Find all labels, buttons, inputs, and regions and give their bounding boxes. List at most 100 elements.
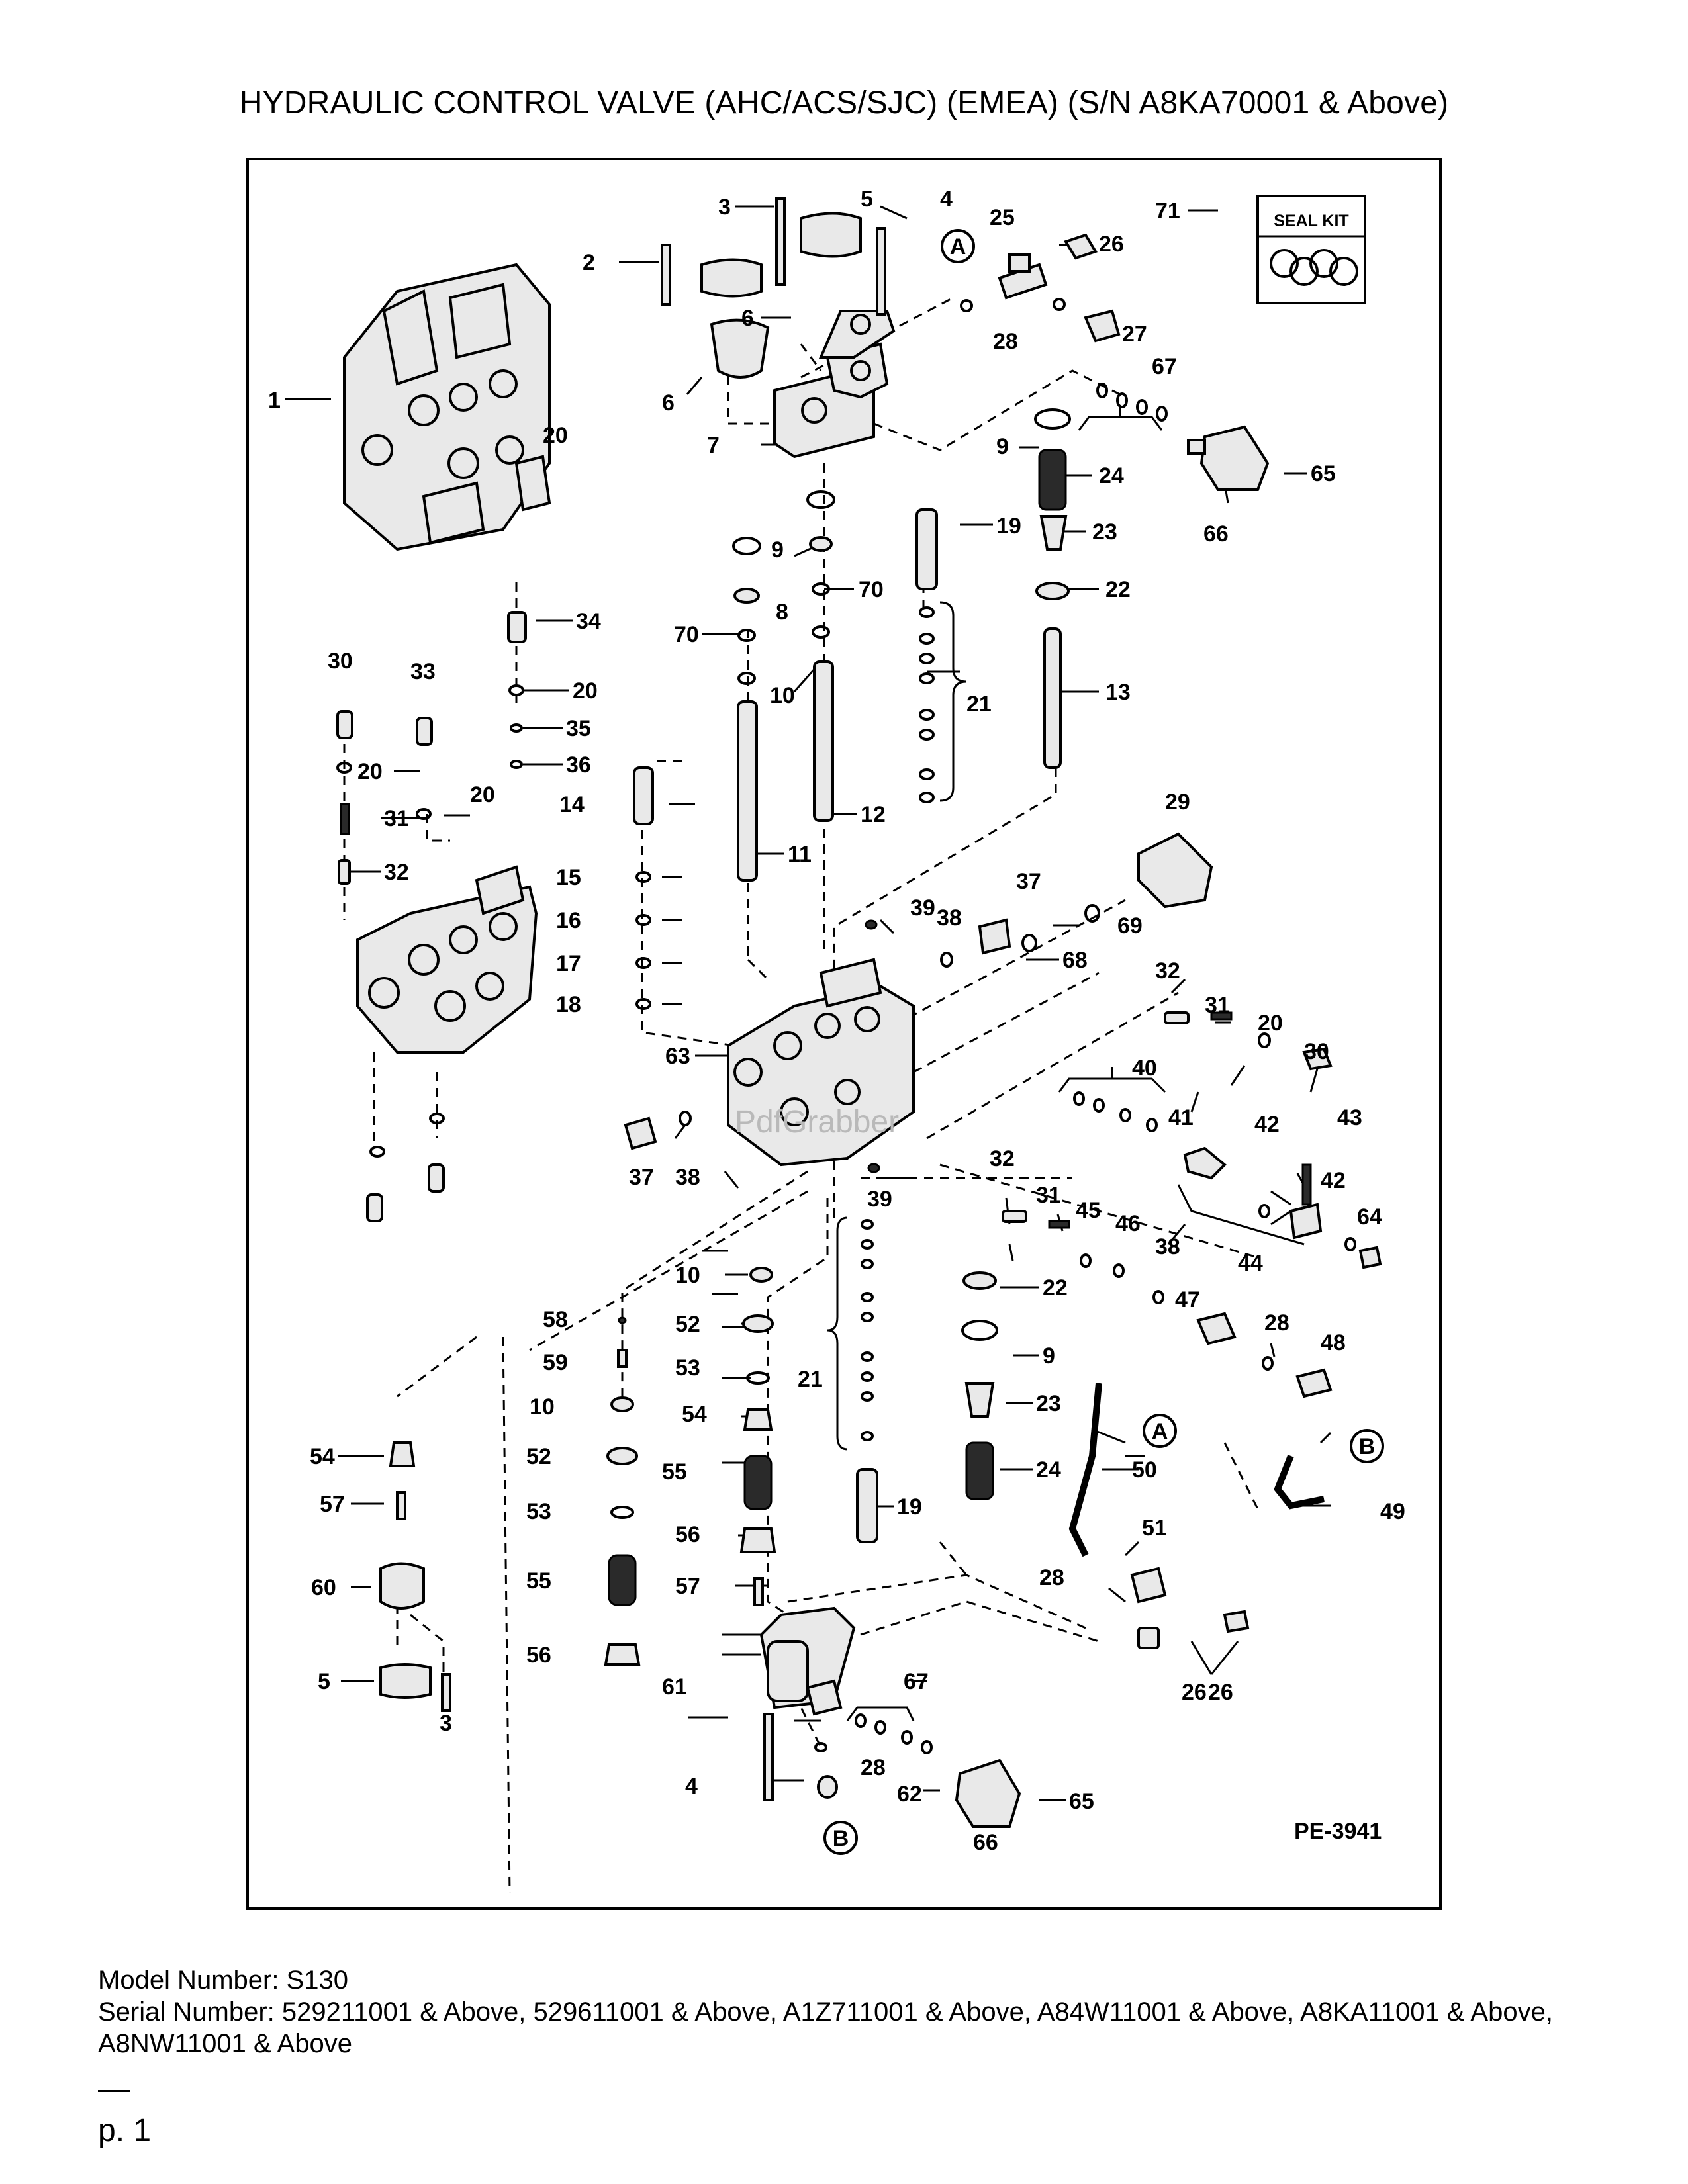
callout-label: 53: [675, 1355, 700, 1381]
callout-label: 69: [1117, 913, 1143, 938]
callout-label: 3: [718, 195, 731, 220]
callout-label: 26: [1182, 1680, 1207, 1705]
bottom-left-parts: [379, 1441, 451, 1712]
callout-label: 66: [973, 1830, 998, 1855]
callout-label: 57: [675, 1574, 700, 1599]
callout-label: 37: [629, 1165, 654, 1190]
valve-body-left: [356, 865, 538, 1054]
callout-label: 42: [1321, 1168, 1346, 1193]
connection-markers: [823, 229, 1384, 1855]
callout-label: 8: [776, 600, 788, 625]
callout-label: 55: [662, 1459, 687, 1484]
callout-label: 14: [559, 792, 585, 817]
document-footer: Model Number: S130 Serial Number: 529211…: [98, 1964, 1594, 2060]
callout-label: 49: [1380, 1499, 1405, 1524]
callout-label: 51: [1142, 1516, 1167, 1541]
callout-label: 20: [470, 782, 495, 807]
callout-label: 30: [328, 649, 353, 674]
callout-label: 22: [1105, 577, 1131, 602]
callout-label: 28: [993, 329, 1018, 354]
callout-label: 67: [904, 1669, 929, 1694]
seal-kit-box: [1256, 195, 1366, 304]
callout-label: 20: [1258, 1011, 1283, 1036]
callout-label: 17: [556, 951, 581, 976]
bolts-top: [661, 197, 886, 316]
callout-label: 56: [526, 1643, 551, 1668]
callout-label: 64: [1357, 1205, 1382, 1230]
callout-label: 71: [1155, 199, 1180, 224]
callout-label: 57: [320, 1492, 345, 1517]
callout-label: 52: [526, 1444, 551, 1469]
marker-b-bottom: B: [833, 1826, 849, 1851]
callout-label: 21: [798, 1367, 823, 1392]
callout-label: 25: [990, 205, 1015, 230]
callout-label: 63: [665, 1044, 690, 1069]
callout-label: 24: [1099, 463, 1124, 488]
callout-label: 34: [576, 609, 601, 634]
diagram-frame: [246, 158, 1442, 1910]
callout-label: 26: [1099, 232, 1124, 257]
tubes-and-tee: [1068, 1383, 1325, 1649]
callout-label: 15: [556, 865, 581, 890]
tee-fitting-top: [960, 233, 1121, 343]
callout-label: 7: [707, 433, 720, 458]
callout-label: 61: [662, 1674, 687, 1700]
right-middle-parts: [1002, 1011, 1382, 1398]
callout-label: 6: [662, 390, 675, 416]
callout-label: 19: [996, 514, 1021, 539]
callout-label: 37: [1016, 869, 1041, 894]
callout-label: 54: [310, 1444, 335, 1469]
watermark: PdfGrabber: [735, 1105, 900, 1140]
callout-label: 55: [526, 1569, 551, 1594]
callout-label: 24: [1036, 1457, 1061, 1482]
callout-label: 9: [1043, 1343, 1055, 1369]
callout-label: 60: [311, 1575, 336, 1600]
callout-label: 39: [867, 1187, 892, 1212]
callout-label: 4: [685, 1774, 698, 1799]
callout-label: 40: [1132, 1056, 1157, 1081]
callout-label: 27: [1122, 322, 1147, 347]
callout-label: 58: [543, 1307, 568, 1332]
spools-center-top: [732, 490, 835, 882]
callout-label: 48: [1321, 1330, 1346, 1355]
callout-label: 31: [1036, 1183, 1061, 1208]
callout-label: 10: [675, 1263, 700, 1288]
callout-label: 5: [861, 187, 873, 212]
callout-label: 50: [1132, 1457, 1157, 1482]
exploded-parts-diagram: .part { fill: #e9e9e9; stroke: #000; str…: [268, 187, 1405, 1893]
group-braces: [827, 405, 1305, 1721]
marker-b-right: B: [1359, 1434, 1376, 1459]
callout-label: 29: [1165, 790, 1190, 815]
callout-label: 38: [675, 1165, 700, 1190]
callout-label: 18: [556, 992, 581, 1017]
callout-label: 43: [1337, 1105, 1362, 1130]
callout-label: 70: [674, 622, 699, 647]
marker-a-top: A: [950, 234, 966, 259]
solenoid-top: [1096, 383, 1270, 491]
callout-label: 2: [583, 250, 595, 275]
page-number: p. 1: [98, 2113, 152, 2148]
seal-kit-label: SEAL KIT: [1274, 212, 1348, 230]
callout-label: 28: [1264, 1310, 1289, 1336]
callout-label: 3: [440, 1711, 452, 1736]
callout-label: 54: [682, 1402, 707, 1427]
callout-label: 68: [1062, 948, 1088, 973]
bottom-center-stack: [604, 1267, 776, 1666]
callout-label: 21: [966, 692, 992, 717]
callout-label: 20: [543, 423, 568, 448]
callout-label: 30: [1304, 1039, 1329, 1064]
callout-label: 5: [318, 1669, 330, 1694]
callout-labels: 1 2 3 4 5 6 6 7 9 24 19 23 22 13 9 8 70 …: [268, 187, 1405, 1855]
callout-label: 9: [996, 434, 1009, 459]
figure-id: PE-3941: [1294, 1819, 1382, 1844]
callout-label: 46: [1115, 1211, 1141, 1236]
callout-label: 32: [990, 1146, 1015, 1171]
spool-column-right: [1034, 408, 1071, 769]
callout-label: 1: [268, 388, 281, 413]
callout-label: 31: [384, 806, 409, 831]
callout-label: 44: [1238, 1251, 1263, 1276]
callout-label: 56: [675, 1522, 700, 1547]
pilot-valve-block: [700, 212, 896, 459]
assembled-valve-top-left: [343, 263, 551, 551]
right-side-fittings: [624, 832, 1213, 1173]
